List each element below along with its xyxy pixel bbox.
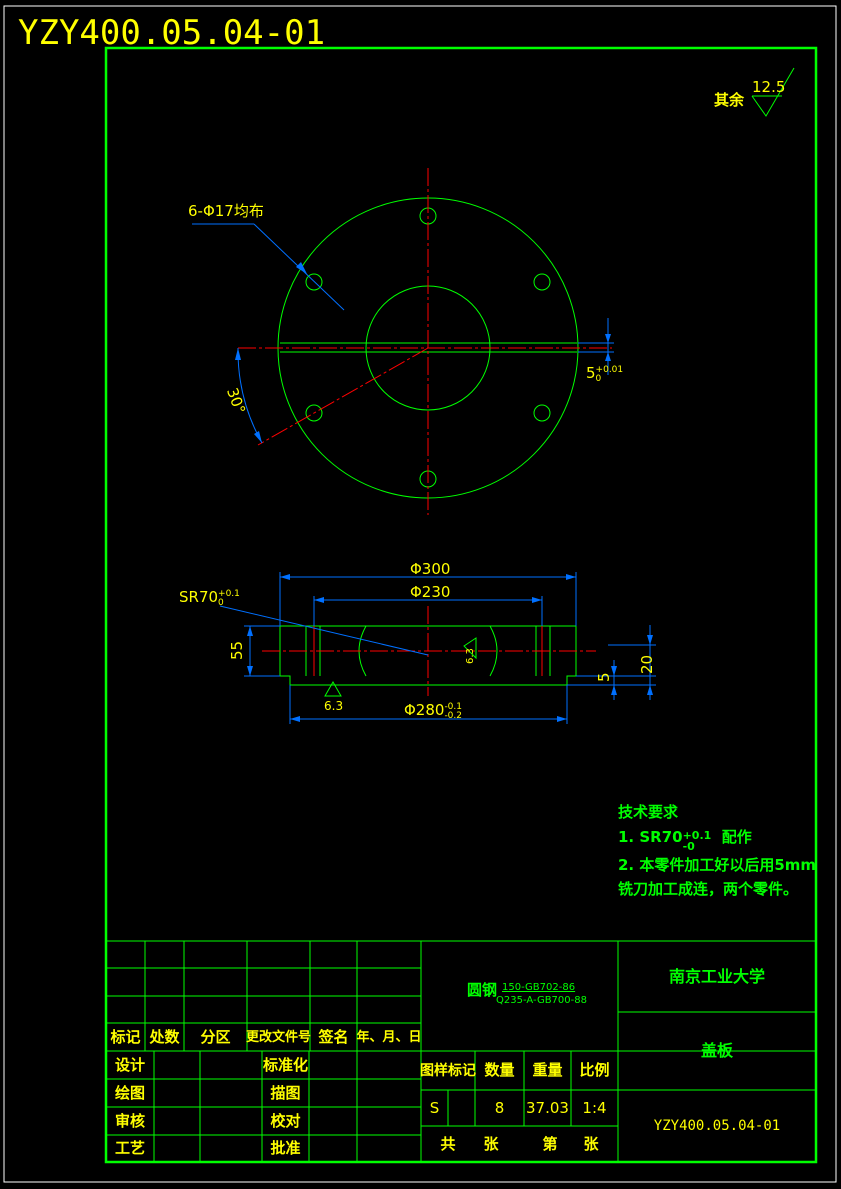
arrow-icon bbox=[247, 666, 253, 676]
roughness-symbol bbox=[463, 637, 477, 660]
drawing-number: YZY400.05.04-01 bbox=[653, 1118, 781, 1134]
header-scale: 比例 bbox=[579, 1061, 610, 1079]
sr-leader bbox=[219, 605, 429, 656]
value-mark: S bbox=[429, 1098, 440, 1117]
bolt-hole bbox=[305, 404, 323, 422]
arrow-icon bbox=[647, 685, 653, 695]
top-drawing-code: YZY400.05.04-01 bbox=[18, 13, 326, 53]
sheet-number: 第 bbox=[542, 1134, 558, 1153]
dim-phi280: Φ280-0.1-0.2 bbox=[404, 701, 462, 721]
plan-view bbox=[192, 168, 614, 515]
sign-label: 绘图 bbox=[114, 1083, 145, 1102]
outer-frame bbox=[3, 5, 837, 1183]
sheet-unit: 张 bbox=[483, 1134, 499, 1153]
sign-label: 工艺 bbox=[114, 1139, 145, 1157]
rev-header: 更改文件号 bbox=[246, 1029, 312, 1045]
part-name: 盖板 bbox=[700, 1041, 733, 1060]
roughness-label: 其余 bbox=[714, 91, 745, 109]
sheet-total: 共 bbox=[440, 1134, 456, 1153]
dim-20: 20 bbox=[638, 654, 656, 674]
dim-55: 55 bbox=[228, 640, 246, 660]
sign-label: 批准 bbox=[270, 1139, 301, 1157]
arrow-icon bbox=[557, 716, 567, 722]
sign-label: 校对 bbox=[270, 1111, 301, 1130]
sphere-arc bbox=[489, 625, 498, 677]
bolt-hole bbox=[305, 273, 323, 291]
arrow-icon bbox=[611, 685, 617, 695]
arrow-icon bbox=[290, 716, 300, 722]
arrow-icon bbox=[605, 352, 611, 361]
tech-req-title: 技术要求 bbox=[618, 803, 679, 821]
arrow-icon bbox=[254, 431, 262, 443]
rev-header: 分区 bbox=[200, 1027, 231, 1046]
sign-label: 标准化 bbox=[262, 1055, 308, 1074]
sign-label: 审核 bbox=[114, 1111, 145, 1130]
rev-header: 签名 bbox=[318, 1027, 349, 1046]
rev-header: 年、月、日 bbox=[356, 1029, 422, 1045]
value-qty: 8 bbox=[494, 1098, 505, 1117]
material-spec-top: 150-GB702-86 bbox=[502, 982, 576, 993]
sign-label: 描图 bbox=[270, 1083, 301, 1102]
school-name: 南京工业大学 bbox=[668, 966, 765, 986]
dim-phi300: Φ300 bbox=[410, 560, 451, 578]
sign-label: 设计 bbox=[114, 1055, 145, 1074]
value-weight: 37.03 bbox=[526, 1098, 569, 1117]
arrow-icon bbox=[314, 597, 324, 603]
sheet-unit: 张 bbox=[583, 1134, 599, 1153]
arrow-icon bbox=[605, 334, 611, 343]
roughness-symbol bbox=[324, 680, 342, 697]
value-scale: 1:4 bbox=[582, 1098, 607, 1117]
tech-req-line1: 1. SR70+0.1-0 配作 bbox=[618, 828, 752, 853]
header-mark: 图样标记 bbox=[420, 1062, 476, 1079]
rev-header: 处数 bbox=[149, 1027, 180, 1046]
tech-req-line3: 铣刀加工成连，两个零件。 bbox=[618, 880, 799, 898]
bolt-hole bbox=[533, 273, 551, 291]
section-view bbox=[219, 572, 656, 724]
header-weight: 重量 bbox=[532, 1061, 563, 1079]
arrow-icon bbox=[296, 262, 307, 274]
dim-5: 5 bbox=[595, 672, 613, 682]
roughness-symbol bbox=[751, 67, 795, 117]
roughness-sphere: 6.3 bbox=[465, 648, 476, 664]
arrow-icon bbox=[566, 574, 576, 580]
arrow-icon bbox=[235, 348, 241, 360]
bolt-hole bbox=[533, 404, 551, 422]
arrow-icon bbox=[647, 635, 653, 645]
material: 圆钢 bbox=[467, 981, 498, 999]
material-spec-bottom: Q235-A-GB700-88 bbox=[496, 995, 587, 1006]
roughness-bottom: 6.3 bbox=[324, 699, 344, 713]
arrow-icon bbox=[532, 597, 542, 603]
rev-header: 标记 bbox=[110, 1027, 141, 1046]
arrow-icon bbox=[611, 666, 617, 676]
dim-phi230: Φ230 bbox=[410, 583, 451, 601]
header-qty: 数量 bbox=[484, 1061, 515, 1079]
centerline-angle bbox=[257, 347, 429, 446]
inner-frame bbox=[104, 46, 818, 1164]
tech-req-line2: 2. 本零件加工好以后用5mm bbox=[618, 856, 817, 874]
arrow-icon bbox=[280, 574, 290, 580]
arrow-icon bbox=[247, 626, 253, 636]
title-block-grid bbox=[106, 940, 816, 1162]
roughness-value: 12.5 bbox=[752, 78, 786, 96]
holes-label: 6-Φ17均布 bbox=[188, 202, 264, 220]
